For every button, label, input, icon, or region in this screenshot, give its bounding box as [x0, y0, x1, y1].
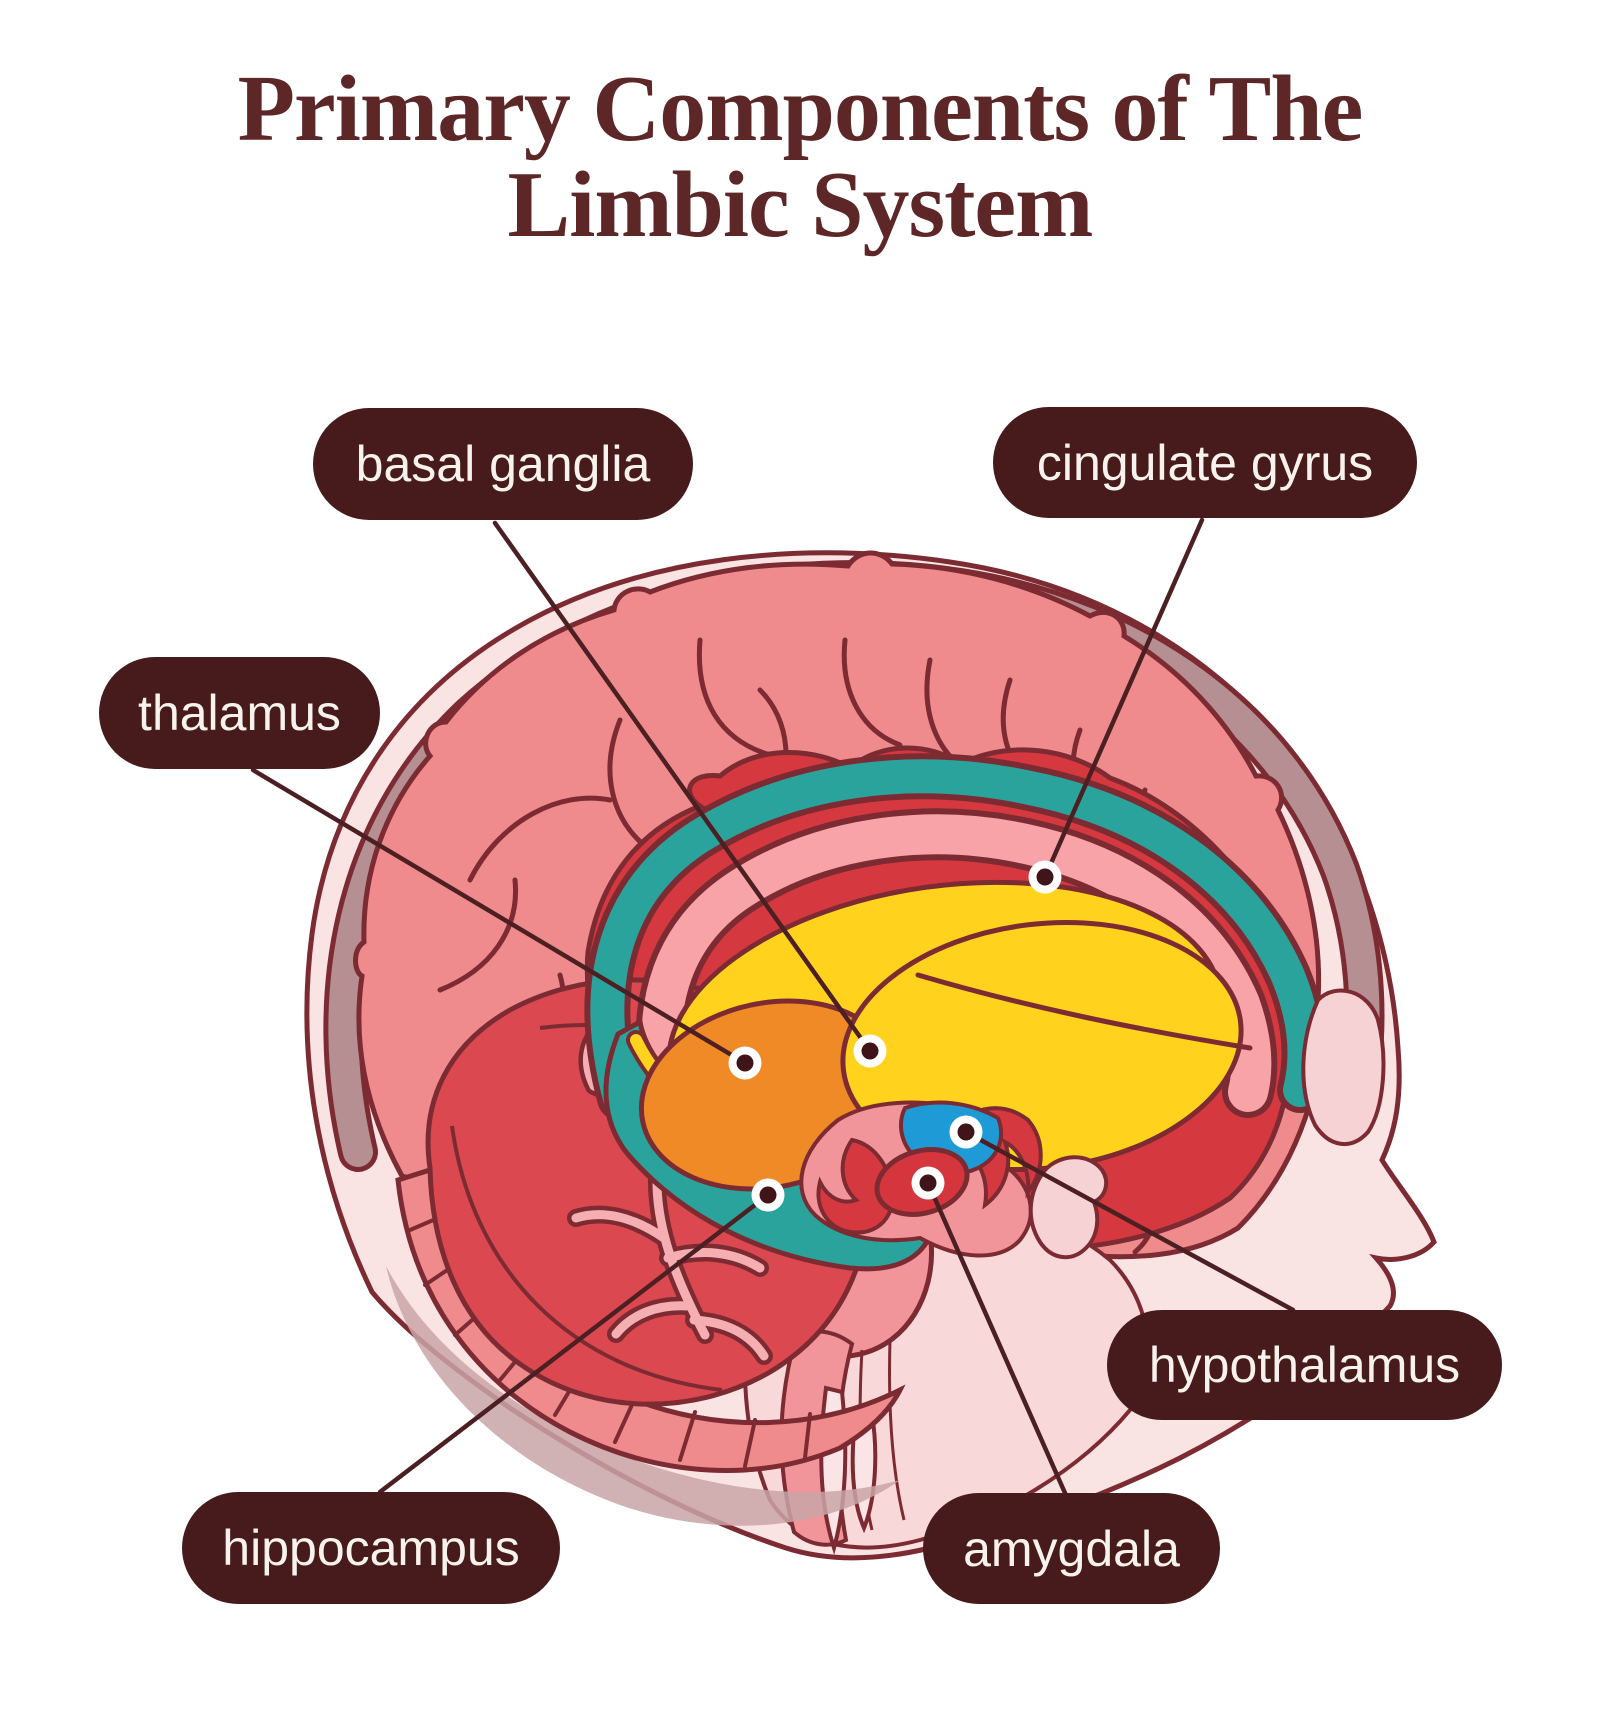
corpus-callosum-ring — [635, 808, 1278, 1120]
callout-dot-amygdala — [911, 1166, 945, 1200]
label-basal-ganglia-text: basal ganglia — [355, 436, 651, 492]
label-cingulate-gyrus-text: cingulate gyrus — [1036, 434, 1374, 491]
label-hippocampus: hippocampus — [182, 1492, 560, 1604]
callout-dot-thalamus — [728, 1046, 762, 1080]
label-hypothalamus: hypothalamus — [1107, 1310, 1502, 1420]
cerebellum-shadow — [386, 1266, 900, 1526]
callout-line-amygdala — [925, 1180, 1068, 1496]
label-thalamus: thalamus — [99, 657, 380, 769]
sinus-blob-2 — [1028, 1155, 1109, 1259]
label-amygdala-text: amygdala — [963, 1520, 1180, 1577]
label-cingulate-gyrus: cingulate gyrus — [993, 407, 1417, 518]
label-thalamus-text: thalamus — [138, 685, 341, 741]
cingulum-teal-ring — [584, 753, 1328, 1121]
callout-line-hippocampus — [377, 1192, 771, 1495]
callout-line-basal-ganglia — [492, 520, 873, 1054]
label-hippocampus-text: hippocampus — [222, 1520, 520, 1576]
callout-line-cingulate-gyrus — [1042, 517, 1205, 880]
callout-dot-basal-ganglia — [853, 1034, 887, 1068]
callout-dot-hypothalamus — [949, 1115, 983, 1149]
callout-dots — [728, 860, 1062, 1212]
sinus-blob — [1301, 988, 1386, 1147]
cerebellum-inner-arc — [450, 1125, 723, 1392]
callout-line-thalamus — [250, 767, 748, 1066]
label-hypothalamus-text: hypothalamus — [1148, 1337, 1461, 1393]
callout-dot-cingulate-gyrus — [1028, 860, 1062, 894]
label-basal-ganglia: basal ganglia — [313, 408, 693, 520]
label-amygdala: amygdala — [923, 1493, 1220, 1604]
page-title: Primary Components of The Limbic System — [0, 57, 1600, 257]
nucleus-detail-line — [915, 972, 1253, 1051]
page-title-line2: Limbic System — [507, 152, 1094, 257]
callout-lines — [250, 517, 1296, 1496]
callout-dot-hippocampus — [751, 1178, 785, 1212]
page-title-line1: Primary Components of The — [237, 57, 1364, 161]
callout-line-hypothalamus — [963, 1129, 1296, 1313]
